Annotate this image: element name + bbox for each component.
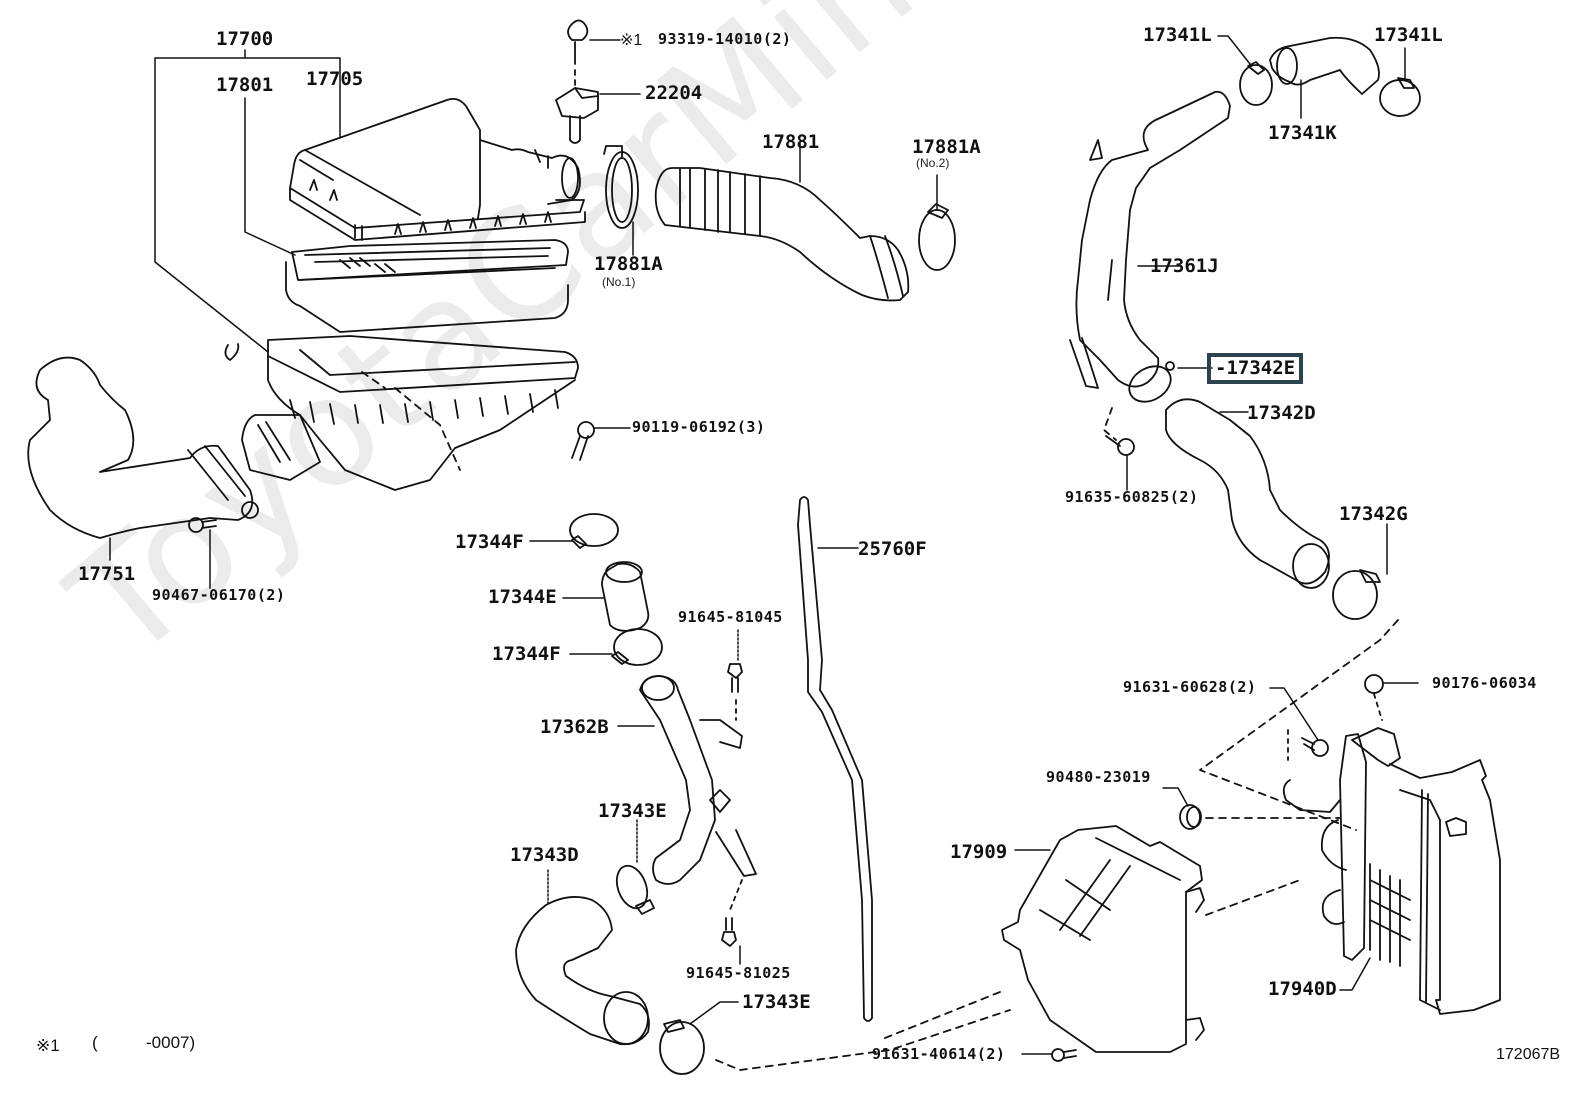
part-label-17751[interactable]: 17751 xyxy=(78,563,136,585)
part-label-91645-81025[interactable]: 91645-81025 xyxy=(686,964,791,982)
bolt-91631-40614 xyxy=(1021,1048,1077,1062)
part-label-17344f-bottom[interactable]: 17344F xyxy=(492,643,561,665)
part-label-90467-06170[interactable]: 90467-06170(2) xyxy=(152,586,286,604)
part-label-17881[interactable]: 17881 xyxy=(762,131,820,153)
bolt-91631-60628 xyxy=(1269,687,1329,761)
part-label-17342g[interactable]: 17342G xyxy=(1339,503,1408,525)
part-label-17801[interactable]: 17801 xyxy=(216,74,274,96)
part-label-93319-14010[interactable]: 93319-14010(2) xyxy=(658,30,792,48)
part-label-17343e-bottom[interactable]: 17343E xyxy=(742,991,811,1013)
hose-17343d xyxy=(515,869,650,1046)
airflow-sensor-22204 xyxy=(555,19,641,144)
part-label-90176-06034[interactable]: 90176-06034 xyxy=(1432,674,1537,692)
hose-17341k xyxy=(1269,36,1380,119)
clamp-17343e-top xyxy=(615,819,655,915)
clamp-17344f-bottom xyxy=(569,628,663,666)
hose-17342d xyxy=(1165,398,1330,589)
air-cleaner-cap-17705 xyxy=(289,97,586,241)
bolt-91635 xyxy=(1103,407,1135,491)
clamp-17344f-top xyxy=(529,513,619,549)
bolt-90467 xyxy=(188,517,217,589)
clamp-17342g xyxy=(1199,523,1399,831)
part-label-91645-81045[interactable]: 91645-81045 xyxy=(678,608,783,626)
part-sublabel-no2: (No.2) xyxy=(916,156,950,170)
part-label-17909[interactable]: 17909 xyxy=(950,841,1008,863)
part-label-90480-23019[interactable]: 90480-23019 xyxy=(1046,768,1151,786)
footnote-open-paren: ( xyxy=(92,1033,98,1052)
clamp-17342e xyxy=(1128,361,1213,403)
part-label-17343d[interactable]: 17343D xyxy=(510,844,579,866)
clamp-17343e-bottom xyxy=(659,1001,1011,1075)
box-17909 xyxy=(879,825,1301,1053)
part-label-90119-06192[interactable]: 90119-06192(3) xyxy=(632,418,766,436)
part-label-17341l-left[interactable]: 17341L xyxy=(1143,24,1212,46)
part-label-17344f-top[interactable]: 17344F xyxy=(455,531,524,553)
nut-90176 xyxy=(1364,674,1419,721)
part-label-17881a-no1[interactable]: 17881A xyxy=(594,253,663,275)
part-label-17342d[interactable]: 17342D xyxy=(1247,402,1316,424)
pipe-17361j xyxy=(1069,90,1231,389)
part-label-17881a-no2[interactable]: 17881A xyxy=(912,136,981,158)
grommet-90480 xyxy=(1162,787,1341,830)
part-label-91635-60825[interactable]: 91635-60825(2) xyxy=(1065,488,1199,506)
part-label-22204[interactable]: 22204 xyxy=(645,82,703,104)
part-label-17344e[interactable]: 17344E xyxy=(488,586,557,608)
sleeve-17344e xyxy=(562,561,650,632)
clamp-17881a-no1 xyxy=(603,145,639,256)
tank-17940d xyxy=(1282,727,1501,1015)
filter-element-17801 xyxy=(285,239,569,333)
footnote-mark: ※1 xyxy=(36,1036,60,1055)
duct-17751 xyxy=(27,356,259,561)
part-label-17343e-top[interactable]: 17343E xyxy=(598,800,667,822)
part-label-17940d[interactable]: 17940D xyxy=(1268,978,1337,1000)
clamp-17881a-no2 xyxy=(918,174,956,271)
air-cleaner-case xyxy=(224,335,579,491)
part-label-17362b[interactable]: 17362B xyxy=(540,716,609,738)
intake-hose-17881 xyxy=(654,141,910,302)
part-label-17341k[interactable]: 17341K xyxy=(1268,122,1337,144)
part-label-17342e-highlighted[interactable]: -17342E xyxy=(1206,353,1304,384)
clamp-17341l-right xyxy=(1379,47,1421,117)
part-label-91631-60628[interactable]: 91631-60628(2) xyxy=(1123,678,1257,696)
dipstick-25760f xyxy=(797,496,873,1022)
part-label-25760f[interactable]: 25760F xyxy=(858,538,927,560)
leader-17700-bracket xyxy=(154,49,341,353)
footnote-mark-1: ※1 xyxy=(620,32,643,49)
footnote-range: -0007) xyxy=(146,1033,196,1052)
bolt-90119 xyxy=(571,421,631,461)
part-label-17705[interactable]: 17705 xyxy=(306,68,364,90)
part-label-91631-40614[interactable]: 91631-40614(2) xyxy=(872,1045,1006,1063)
part-label-17341l-right[interactable]: 17341L xyxy=(1374,24,1443,46)
bolt-91645-81025 xyxy=(721,879,743,965)
part-label-17700[interactable]: 17700 xyxy=(216,28,274,50)
part-label-17361j[interactable]: 17361J xyxy=(1150,255,1219,277)
bolt-91645-81045 xyxy=(727,629,743,721)
part-sublabel-no1: (No.1) xyxy=(602,275,636,289)
diagram-id: 172067B xyxy=(1496,1046,1561,1063)
pipe-17362b xyxy=(617,675,757,885)
clamp-17341l-left xyxy=(1217,35,1273,106)
